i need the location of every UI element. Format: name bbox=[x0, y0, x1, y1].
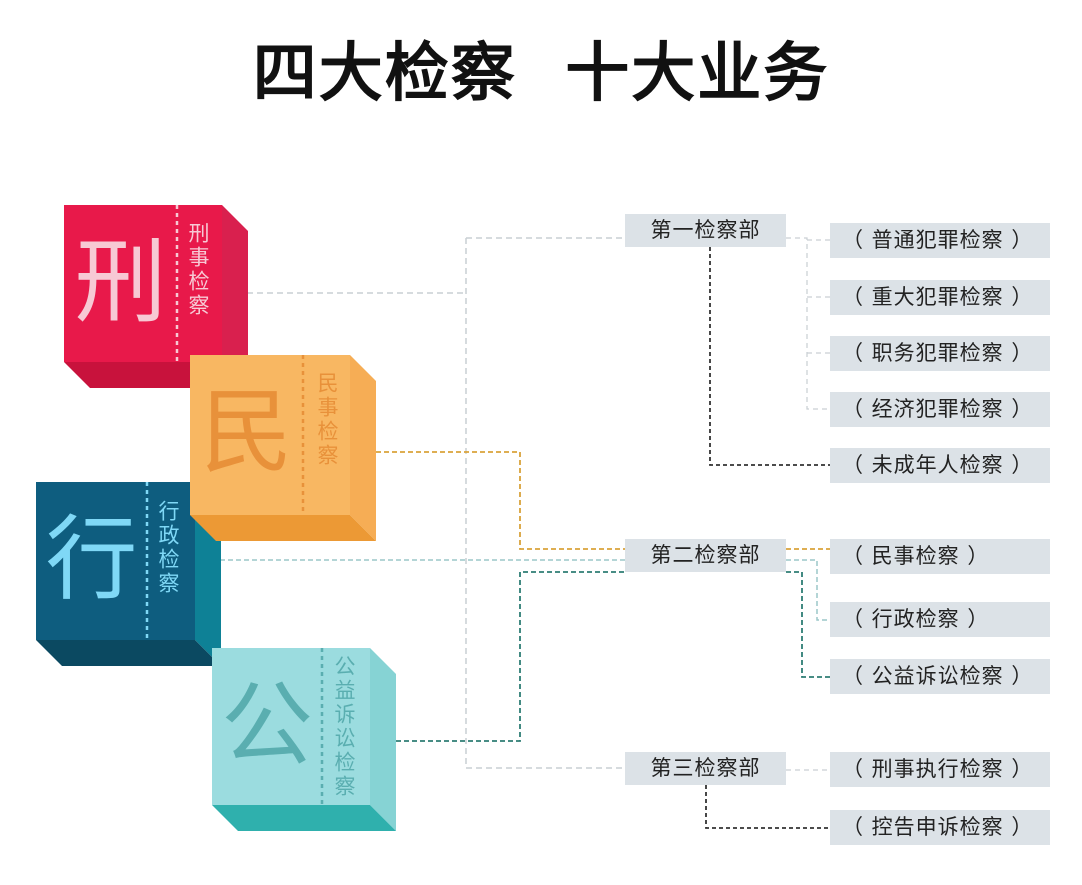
connector-gray-trunk bbox=[465, 238, 625, 769]
connector-admin-item bbox=[786, 559, 830, 621]
connector-public-interest bbox=[396, 571, 625, 742]
block-char: 公 bbox=[220, 672, 313, 779]
block-civil bbox=[190, 355, 376, 541]
department-label: 第三检察部 bbox=[625, 752, 786, 785]
business-item: （ 普通犯罪检察 ） bbox=[830, 223, 1050, 258]
block-side bbox=[350, 355, 376, 541]
department-label: 第一检察部 bbox=[625, 214, 786, 247]
business-item: （ 重大犯罪检察 ） bbox=[830, 280, 1050, 315]
block-side bbox=[222, 205, 248, 388]
business-item: （ 行政检察 ） bbox=[830, 602, 1050, 637]
business-item: （ 刑事执行检察 ） bbox=[830, 752, 1050, 787]
block-label: 行政检察 bbox=[156, 500, 180, 596]
block-bottom bbox=[190, 515, 376, 541]
connector-public-item bbox=[786, 571, 830, 678]
block-front bbox=[212, 648, 370, 805]
block-side bbox=[370, 648, 396, 831]
block-char: 刑 bbox=[74, 229, 167, 336]
department-label: 第二检察部 bbox=[625, 539, 786, 572]
block-bottom bbox=[36, 640, 221, 666]
connector-complaint bbox=[705, 785, 830, 829]
block-label: 民事检察 bbox=[315, 372, 339, 468]
block-front bbox=[64, 205, 222, 362]
business-item: （ 未成年人检察 ） bbox=[830, 448, 1050, 483]
connector-minor bbox=[709, 247, 830, 466]
business-item: （ 公益诉讼检察 ） bbox=[830, 659, 1050, 694]
block-char: 民 bbox=[200, 379, 293, 486]
connector-dept1-items bbox=[786, 237, 830, 410]
connector-civil bbox=[376, 451, 625, 550]
block-front bbox=[190, 355, 350, 515]
block-bottom bbox=[212, 805, 396, 831]
block-public-interest bbox=[212, 648, 396, 831]
page-title: 四大检察 十大业务 bbox=[252, 37, 830, 111]
business-item: （ 经济犯罪检察 ） bbox=[830, 392, 1050, 427]
block-char: 行 bbox=[45, 506, 138, 613]
business-item: （ 民事检察 ） bbox=[830, 539, 1050, 574]
business-item: （ 控告申诉检察 ） bbox=[830, 810, 1050, 845]
block-label: 公益诉讼检察 bbox=[332, 655, 356, 799]
business-item: （ 职务犯罪检察 ） bbox=[830, 336, 1050, 371]
block-front bbox=[36, 482, 195, 640]
block-label: 刑事检察 bbox=[186, 222, 210, 318]
